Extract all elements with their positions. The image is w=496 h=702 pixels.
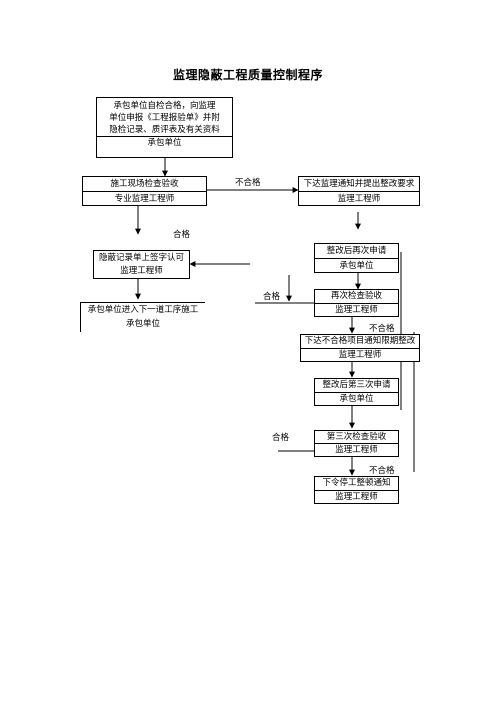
node-rectify-notice: 下达监理通知并提出整改要求 监理工程师 bbox=[298, 176, 420, 206]
node-line-3: 隐检记录、质评表及有关资料 bbox=[109, 125, 220, 135]
label-unqualified-1: 不合格 bbox=[235, 178, 261, 188]
label-unqualified-2: 不合格 bbox=[369, 324, 395, 334]
node-third-application: 整改后第三次申请 承包单位 bbox=[314, 378, 399, 406]
node-line-2: 单位申报《工程报验单》并附 bbox=[109, 113, 220, 123]
node-second-inspection: 再次检查验收 监理工程师 bbox=[314, 289, 399, 317]
label-unqualified-3: 不合格 bbox=[369, 466, 395, 476]
node-text: 隐蔽记录单上签字认可 bbox=[98, 253, 184, 263]
node-site-inspection: 施工现场检查验收 专业监理工程师 bbox=[82, 176, 207, 206]
node-text: 施工现场检查验收 bbox=[110, 179, 179, 189]
node-text: 下达监理通知并提出整改要求 bbox=[303, 179, 415, 189]
node-text: 第三次检查验收 bbox=[326, 432, 387, 442]
node-unqualified-notice: 下达不合格项目通知限期整改 监理工程师 bbox=[300, 334, 420, 362]
node-role: 承包单位 bbox=[125, 319, 160, 329]
node-role: 监理工程师 bbox=[299, 191, 419, 206]
node-role: 监理工程师 bbox=[315, 303, 398, 317]
node-line-1: 承包单位自检合格，向监理 bbox=[113, 101, 216, 111]
node-third-inspection: 第三次检查验收 监理工程师 bbox=[314, 430, 399, 457]
node-role: 监理工程师 bbox=[315, 443, 398, 457]
node-text: 承包单位进入下一道工序施工 bbox=[87, 305, 199, 315]
node-role: 监理工程师 bbox=[315, 490, 398, 504]
node-concealed-record-sign: 隐蔽记录单上签字认可 监理工程师 bbox=[93, 250, 190, 279]
node-text: 下令停工整顿通知 bbox=[322, 478, 391, 488]
node-stop-work-order: 下令停工整顿通知 监理工程师 bbox=[314, 476, 399, 504]
node-text: 下达不合格项目通知限期整改 bbox=[304, 336, 416, 346]
node-role: 监理工程师 bbox=[120, 266, 163, 276]
node-text: 整改后第三次申请 bbox=[322, 380, 391, 390]
node-role: 承包单位 bbox=[315, 392, 398, 406]
node-contractor-self-check: 承包单位自检合格，向监理 单位申报《工程报验单》并附 隐检记录、质评表及有关资料… bbox=[96, 97, 233, 158]
node-text: 整改后再次申请 bbox=[326, 246, 387, 256]
node-reapply-after-rectify: 整改后再次申请 承包单位 bbox=[314, 243, 399, 273]
page-title: 监理隐蔽工程质量控制程序 bbox=[172, 68, 323, 82]
label-qualified-3: 合格 bbox=[272, 433, 290, 443]
node-role: 监理工程师 bbox=[301, 348, 419, 362]
node-next-process: 承包单位进入下一道工序施工 承包单位 bbox=[80, 302, 205, 332]
node-role: 承包单位 bbox=[315, 258, 398, 273]
label-qualified-2: 合格 bbox=[263, 292, 281, 302]
node-role: 承包单位 bbox=[97, 136, 232, 150]
node-role: 专业监理工程师 bbox=[83, 191, 206, 206]
node-text: 再次检查验收 bbox=[330, 291, 382, 301]
label-qualified-1: 合格 bbox=[173, 230, 191, 240]
